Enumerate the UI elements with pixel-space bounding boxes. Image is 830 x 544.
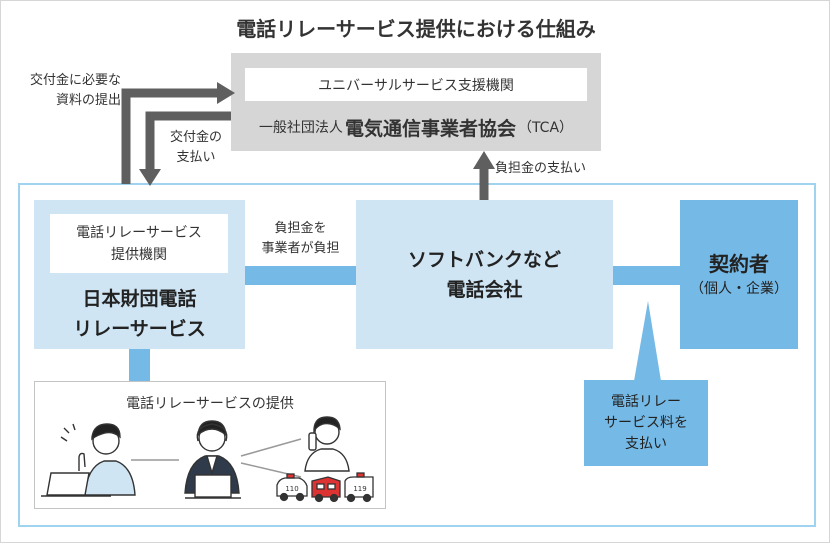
- carrier-box: ソフトバンクなど 電話会社: [356, 200, 613, 349]
- ambulance-number: 119: [353, 485, 366, 493]
- burden-by-carriers-line2: 事業者が負担: [261, 241, 340, 256]
- tca-name-main: 電気通信事業者協会: [344, 117, 516, 140]
- contractor-box: 契約者 （個人・企業）: [680, 200, 798, 349]
- deaf-user-illustration: [41, 423, 136, 497]
- operator-illustration: [184, 420, 241, 499]
- caller-illustration: [304, 416, 350, 472]
- tca-name-suffix: （TCA）: [517, 120, 574, 136]
- burden-payment-arrow: [473, 151, 495, 200]
- provider-name-line1: 日本財団電話: [82, 288, 197, 310]
- diagram-title: 電話リレーサービス提供における仕組み: [236, 16, 596, 41]
- provider-name: 日本財団電話 リレーサービス: [34, 281, 245, 347]
- burden-payment-note: 負担金の支払い: [495, 161, 587, 176]
- submit-docs-note: 交付金に必要な 資料の提出: [11, 71, 121, 111]
- provider-inner-line1: 電話リレーサービス: [76, 224, 202, 241]
- ambulance-icon: [344, 472, 374, 503]
- service-title: 電話リレーサービスの提供: [126, 396, 294, 412]
- relay-fee-line1: 電話リレー: [611, 393, 681, 410]
- contractor-subtitle: （個人・企業）: [690, 280, 788, 297]
- police-car-icon: [276, 473, 308, 502]
- grant-payment-line2: 支払い: [176, 150, 216, 165]
- submit-docs-line1: 交付金に必要な: [29, 73, 121, 88]
- submit-docs-line2: 資料の提出: [55, 93, 121, 108]
- connect-line-upper: [240, 438, 302, 457]
- provider-inner-label: 電話リレーサービス 提供機関: [50, 214, 228, 273]
- provider-name-line2: リレーサービス: [73, 318, 206, 340]
- relay-fee-line3: 支払い: [625, 435, 667, 452]
- tca-name-prefix: 一般社団法人: [258, 120, 343, 136]
- carrier-contractor-connector: [613, 266, 680, 285]
- tca-name: 一般社団法人 電気通信事業者協会 （TCA）: [231, 109, 601, 145]
- relay-fee-callout: 電話リレー サービス料を 支払い: [584, 380, 708, 466]
- grant-payment-note: 交付金の 支払い: [161, 128, 231, 168]
- burden-by-carriers-note: 負担金を 事業者が負担: [245, 219, 356, 259]
- fire-truck-icon: [311, 476, 341, 503]
- contractor-title: 契約者: [709, 251, 769, 276]
- carrier-name-line2: 電話会社: [446, 278, 523, 301]
- provider-service-connector: [129, 349, 150, 382]
- carrier-name-line1: ソフトバンクなど: [408, 248, 561, 271]
- provider-inner-line2: 提供機関: [111, 246, 167, 263]
- relay-fee-line2: サービス料を: [604, 414, 688, 431]
- police-number: 110: [285, 485, 298, 493]
- grant-payment-line1: 交付金の: [169, 130, 222, 145]
- tca-inner-label: ユニバーサルサービス支援機関: [245, 68, 587, 101]
- burden-by-carriers-line1: 負担金を: [274, 221, 327, 236]
- grant-payment-arrow: [139, 111, 231, 186]
- submit-docs-arrow: [121, 82, 235, 184]
- provider-carrier-connector: [245, 266, 356, 285]
